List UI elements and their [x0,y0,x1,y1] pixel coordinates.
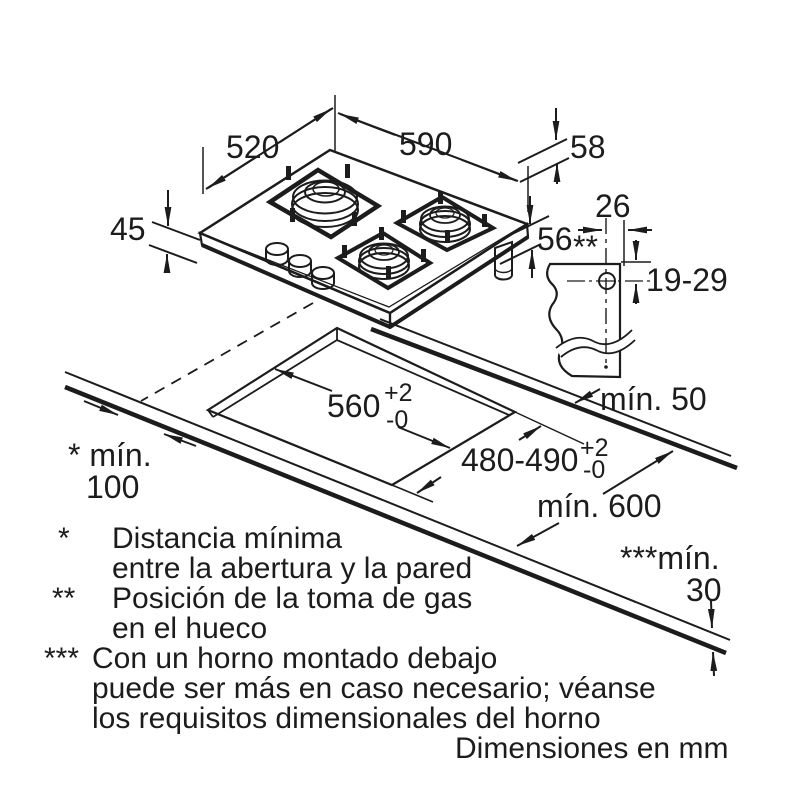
footnote-3-line-3: los requisitos dimensionales del horno [92,702,601,735]
dim-min-100: * mín. 100 [68,400,197,505]
dim-label-min-50: mín. 50 [600,381,707,417]
dim-label-590: 590 [399,126,452,162]
control-knobs [265,242,335,290]
footnote-2-line-1: Posición de la toma de gas [112,582,472,615]
break-line [555,329,633,349]
dim-label-min-30-value: 30 [686,572,722,608]
dim-label-56: 56 [537,221,573,257]
worktop-lines [64,302,738,656]
dim-label-480-tol-up: +2 [580,434,609,462]
footnote-1-line-1: Distancia mínima [112,522,342,555]
projection-dashed-line [140,302,314,402]
footnote-marker-1: * [58,522,70,555]
dim-520: 520 [202,95,336,194]
dim-min-600: mín. 600 [516,450,674,547]
dim-label-min-100-value: 100 [86,469,139,505]
break-line [560,339,636,358]
dim-min-50: mín. 50 [574,381,707,417]
footnote-marker-3: *** [44,642,79,675]
footnote-marker-2: ** [52,582,76,615]
burner-right [419,205,471,243]
dim-min-30: ***mín. 30 [620,540,722,677]
dim-19-29: 19-29 [621,240,728,304]
dim-480-490: 480-490 +2 -0 [391,411,609,503]
pan-support-front [334,230,434,291]
gas-pipe [494,240,513,281]
gas-connection-detail [546,218,653,379]
footnote-3-line-2: puede ser más en caso necesario; véanse [92,672,656,705]
dim-label-560: 560 [327,388,380,424]
dim-45: 45 [110,190,201,273]
dim-label-560-tol-up: +2 [384,379,413,407]
burner-large [291,179,359,228]
dim-label-min-30-marker: ***mín. [620,540,720,576]
pan-support-right [392,194,498,253]
dim-560: 560 +2 -0 [274,368,451,449]
footnote-2-line-2: en el hueco [112,612,267,645]
dim-label-480-490: 480-490 [461,442,578,478]
dim-26: 26 [578,188,652,266]
dim-label-480-tol-down: -0 [583,456,605,484]
dim-label-45: 45 [110,211,146,247]
dim-label-19-29: 19-29 [646,262,728,298]
dim-56: 56 ** [499,196,598,278]
dim-label-min-600: mín. 600 [537,488,662,524]
burner-front [358,242,410,280]
dim-58: 58 [517,108,606,184]
dim-label-26: 26 [595,188,631,224]
units-note: Dimensiones en mm [455,732,728,765]
footnote-1-line-2: entre la abertura y la pared [112,552,472,585]
footnotes: * Distancia mínima entre la abertura y l… [44,522,728,765]
dim-label-min-100-marker: * mín. [68,437,152,473]
footnote-3-line-1: Con un horno montado debajo [92,642,497,675]
dim-label-56-marker: ** [573,229,598,265]
hob-glass-surface [197,148,530,315]
dim-label-520: 520 [226,129,279,165]
dim-590: 590 [337,112,529,212]
pan-support-large [265,167,383,240]
hob [197,148,530,330]
dim-label-560-tol-down: -0 [386,406,408,434]
dim-label-58: 58 [570,129,606,165]
